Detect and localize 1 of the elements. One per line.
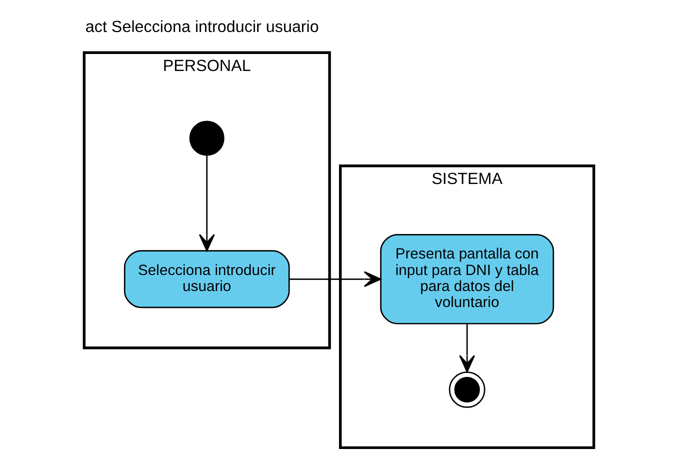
diagram-title: act Selecciona introducir usuario bbox=[85, 18, 319, 36]
